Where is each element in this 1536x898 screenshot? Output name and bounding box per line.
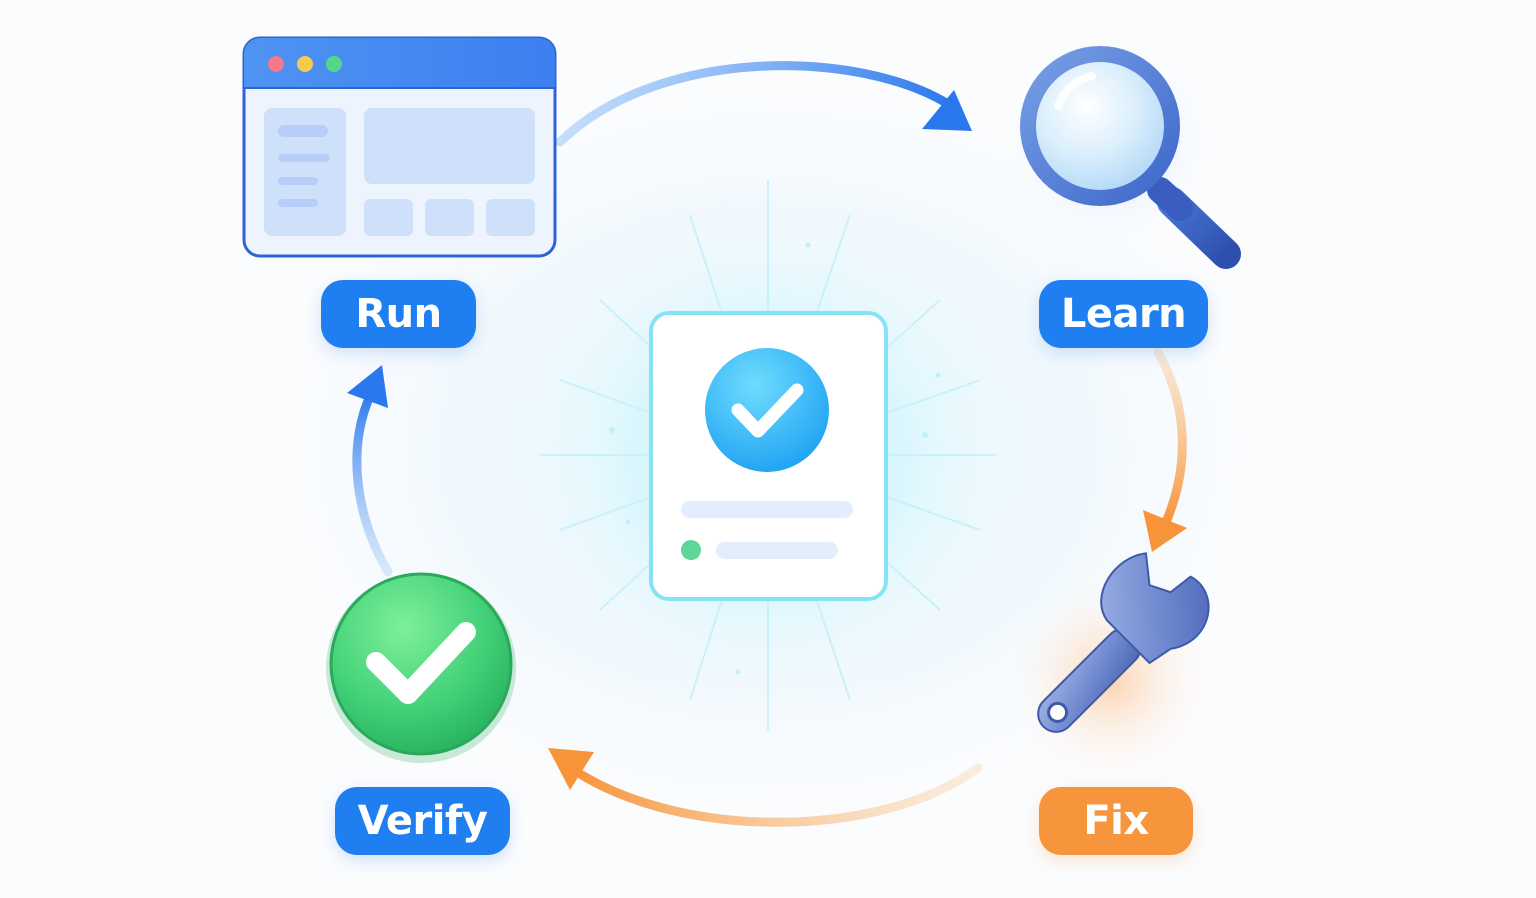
step-label-run: Run bbox=[321, 280, 476, 348]
step-label-learn: Learn bbox=[1039, 280, 1208, 348]
arrow-fix-to-verify bbox=[548, 748, 983, 827]
arrow-learn-to-fix bbox=[1143, 347, 1187, 552]
step-label-fix: Fix bbox=[1039, 787, 1193, 855]
browser-window-icon bbox=[242, 36, 557, 258]
arrow-verify-to-run bbox=[347, 365, 393, 577]
wrench-icon bbox=[1000, 552, 1220, 790]
green-checkmark-icon bbox=[326, 572, 516, 763]
magnifying-glass-icon bbox=[1000, 30, 1241, 269]
verified-document-icon bbox=[649, 311, 888, 601]
arrow-run-to-learn bbox=[555, 61, 972, 147]
step-label-verify: Verify bbox=[335, 787, 510, 855]
